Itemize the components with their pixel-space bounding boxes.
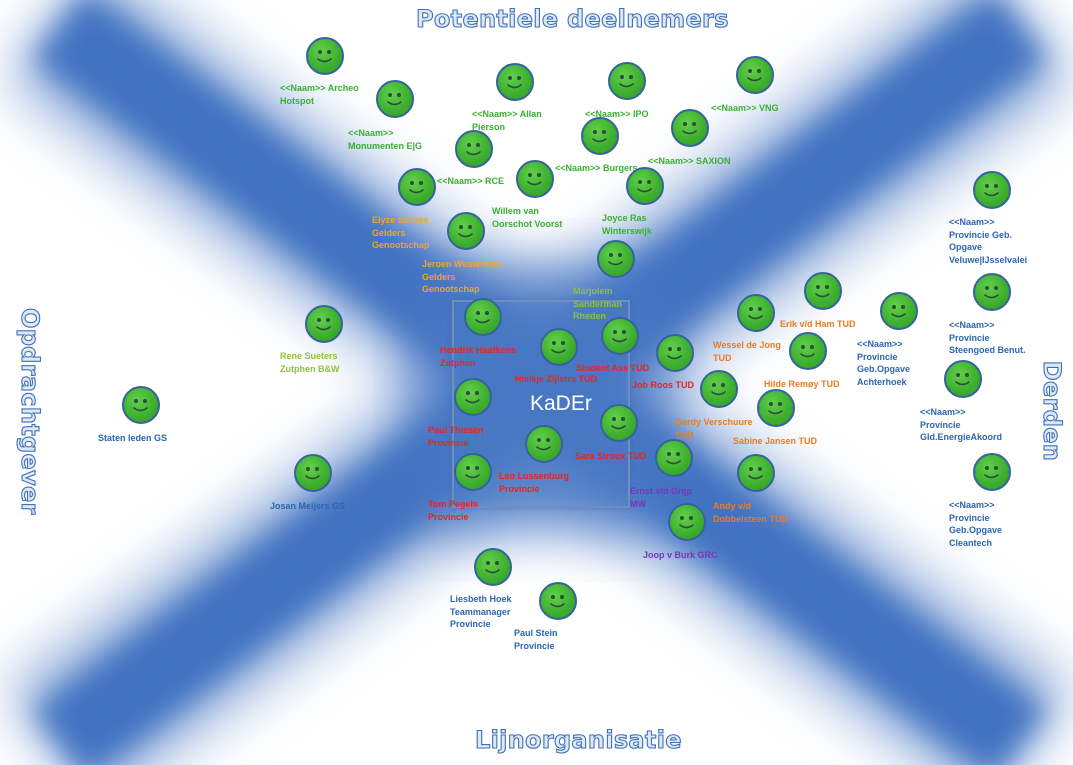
- person-label: Sabine Jansen TUD: [733, 436, 818, 446]
- heading-client: Opdrachtgever: [15, 307, 44, 515]
- person-label: Josan Meijers GS: [270, 501, 346, 511]
- person-label: Liesbeth Hoek Teammanager Provincie: [450, 594, 512, 629]
- smiley-icon: [757, 389, 795, 427]
- smiley-icon: [454, 453, 492, 491]
- person-label: <<Naam>> IPO: [585, 109, 649, 119]
- person-label: Andy v/d Dobbelsteen TUD: [713, 501, 789, 524]
- person-label: Hilde Remøy TUD: [764, 379, 840, 389]
- smiley-icon: [671, 109, 709, 147]
- person-label: Hielkje Zijlstra TUD: [515, 374, 598, 384]
- person-label: Joyce Ras Winterswijk: [602, 213, 652, 236]
- smiley-icon: [656, 334, 694, 372]
- person-label: Tom Pegels Provincie: [428, 499, 478, 522]
- smiley-icon: [973, 171, 1011, 209]
- smiley-icon: [608, 62, 646, 100]
- person-label: <<Naam>> Provincie Geb.Opgave Achterhoek: [857, 339, 911, 387]
- person-label: <<Naam>> Burgers: [555, 163, 638, 173]
- smiley-icon: [122, 386, 160, 424]
- smiley-icon: [700, 370, 738, 408]
- person-label: Rene Sueters Zutphen B&W: [280, 351, 340, 374]
- smiley-icon: [516, 160, 554, 198]
- smiley-icon: [447, 212, 485, 250]
- smiley-icon: [737, 454, 775, 492]
- smiley-icon: [581, 117, 619, 155]
- smiley-icon: [601, 317, 639, 355]
- smiley-icon: [789, 332, 827, 370]
- smiley-icon: [306, 37, 344, 75]
- smiley-icon: [880, 292, 918, 330]
- person-label: <<Naam>> Allan Pierson: [472, 109, 542, 132]
- heading-line-organisation: Lijnorganisatie: [474, 725, 682, 754]
- person-label: <<Naam>> Archeo Hotspot: [280, 83, 359, 106]
- smiley-icon: [454, 378, 492, 416]
- person-label: Sara Stroux TUD: [575, 451, 647, 461]
- person-label: Job Roos TUD: [632, 380, 694, 390]
- smiley-icon: [737, 294, 775, 332]
- person-label: Elyze Storms Gelders Genootschap: [372, 215, 430, 250]
- person-label: Staten leden GS: [98, 433, 168, 443]
- person-label: <<Naam>> SAXION: [648, 156, 731, 166]
- smiley-icon: [539, 582, 577, 620]
- smiley-icon: [496, 63, 534, 101]
- person-label: <<Naam>> Provincie Geb.Opgave Cleantech: [949, 500, 1003, 548]
- person-label: Willem van Oorschot Voorst: [492, 206, 563, 229]
- person-label: Wessel de Jong TUD: [713, 340, 781, 363]
- person-label: Joop v Burk GRC: [643, 550, 718, 560]
- person-label: <<Naam>> VNG: [711, 103, 779, 113]
- person-label: <<Naam>> Provincie Gld.EnergieAkoord: [920, 407, 1003, 442]
- person-label: <<Naam>> Monumenten E|G: [348, 128, 423, 151]
- smiley-icon: [474, 548, 512, 586]
- smiley-icon: [305, 305, 343, 343]
- person-label: Marjolein Sanderman Rheden: [573, 286, 623, 321]
- person-label: Student Ass TUD: [576, 363, 650, 373]
- smiley-icon: [944, 360, 982, 398]
- person-label: Gerdy Verschuure TUD: [675, 417, 753, 440]
- heading-potential-participants: Potentiele deelnemers: [415, 4, 729, 33]
- smiley-icon: [540, 328, 578, 366]
- smiley-icon: [973, 273, 1011, 311]
- smiley-icon: [973, 453, 1011, 491]
- smiley-icon: [597, 240, 635, 278]
- smiley-icon: [525, 425, 563, 463]
- smiley-icon: [455, 130, 493, 168]
- smiley-icon: [600, 404, 638, 442]
- kader-label: KaDEr: [530, 392, 592, 415]
- smiley-icon: [294, 454, 332, 492]
- smiley-icon: [668, 503, 706, 541]
- smiley-icon: [804, 272, 842, 310]
- smiley-icon: [655, 439, 693, 477]
- person-label: <<Naam>> Provincie Steengoed Benut.: [949, 320, 1026, 355]
- person-label: Erik v/d Ham TUD: [780, 319, 856, 329]
- person-label: Leo Lussenburg Provincie: [499, 471, 570, 494]
- smiley-icon: [626, 167, 664, 205]
- person-label: Paul Thissen Provincie: [428, 425, 484, 448]
- person-label: Hendrik Haafkens Zutphen: [440, 345, 517, 368]
- person-label: Paul Stein Provincie: [514, 628, 558, 651]
- person-label: <<Naam>> Provincie Geb. Opgave Veluwe|IJ…: [949, 217, 1028, 265]
- person-label: Ernst v/d Grijp MW: [630, 486, 693, 509]
- smiley-icon: [398, 168, 436, 206]
- person-label: Jeroen Westerman Gelders Genootschap: [422, 259, 503, 294]
- smiley-icon: [736, 56, 774, 94]
- smiley-icon: [464, 298, 502, 336]
- heading-third-parties: Derden: [1037, 360, 1066, 462]
- smiley-icon: [376, 80, 414, 118]
- person-label: <<Naam>> RCE: [437, 176, 505, 186]
